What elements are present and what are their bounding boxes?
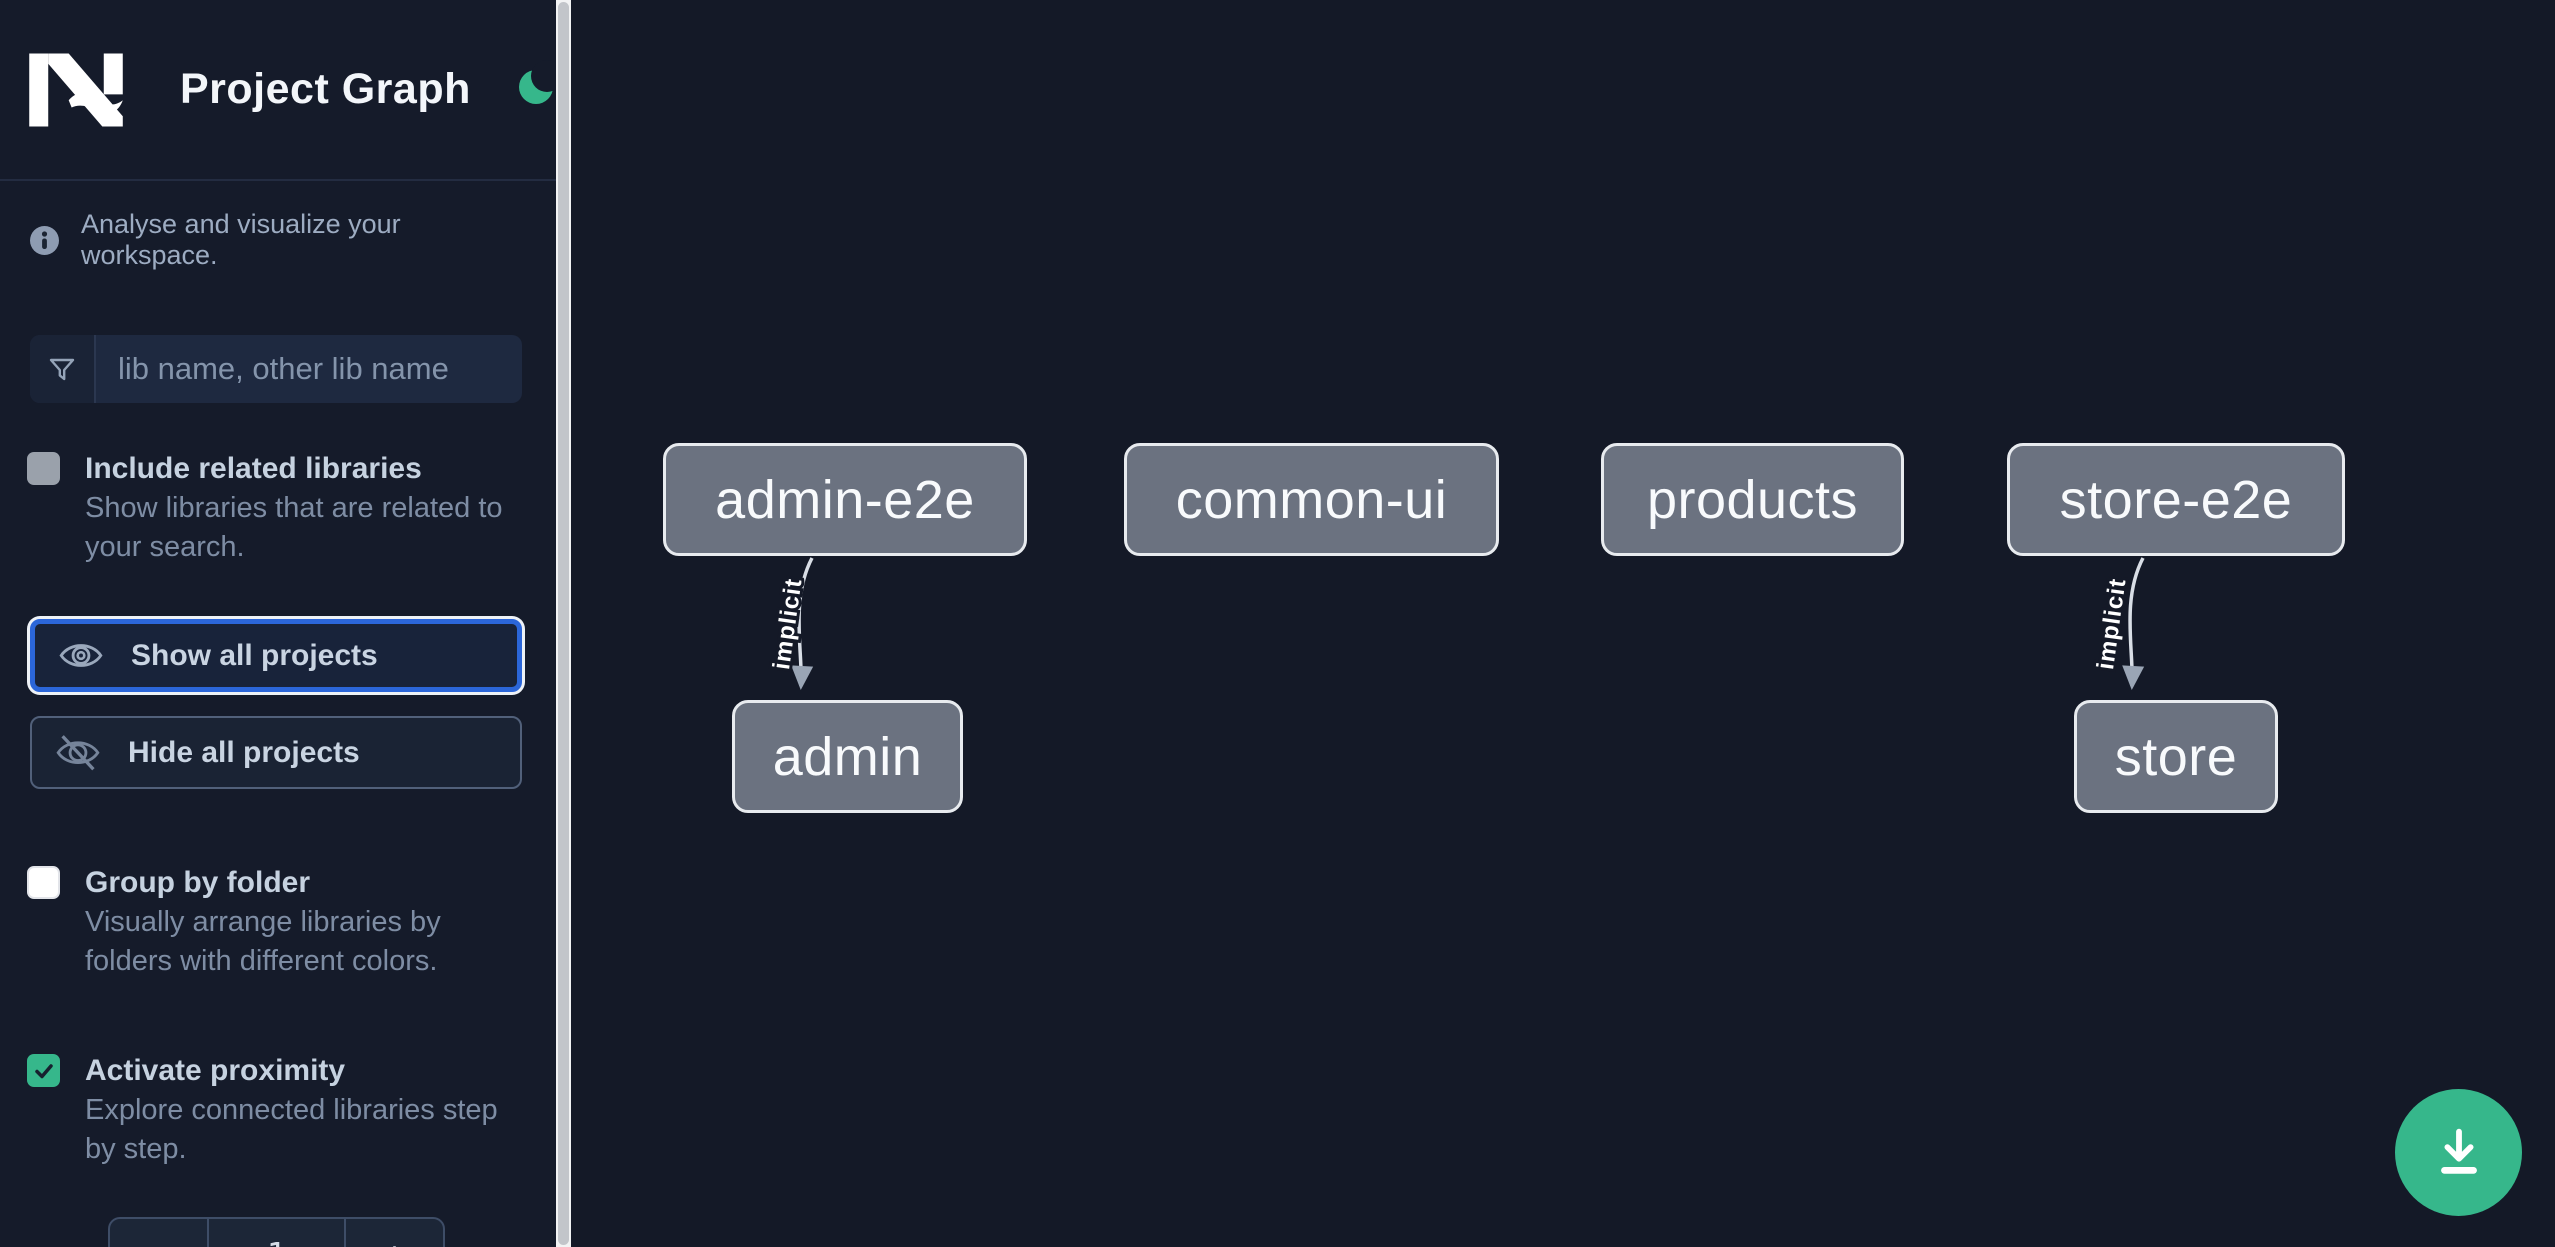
include-related-label: Include related libraries [85, 452, 422, 485]
sidebar-scrollbar-thumb[interactable] [558, 2, 569, 1245]
info-text: Analyse and visualize your workspace. [81, 209, 401, 270]
moon-bite [530, 59, 556, 92]
graph-node-common-ui[interactable]: common-ui [1124, 443, 1499, 556]
graph-node-products[interactable]: products [1601, 443, 1904, 556]
hide-all-projects-label: Hide all projects [128, 735, 360, 769]
decrement-button[interactable]: − [110, 1219, 209, 1247]
proximity-depth-stepper: − 1 + [108, 1217, 445, 1247]
sidebar: Project Graph Analyse and visualize your… [0, 0, 556, 1247]
edge-label-store-e2e-to-store: implicit [2092, 576, 2132, 671]
graph-node-admin-e2e[interactable]: admin-e2e [663, 443, 1027, 556]
graph-node-admin[interactable]: admin [732, 700, 963, 813]
show-all-projects-label: Show all projects [131, 638, 378, 672]
include-related-option: Include related libraries Show libraries… [27, 449, 527, 567]
graph-edge-store-e2e-to-store [2122, 557, 2145, 690]
graph-edge-admin-e2e-to-admin [791, 557, 814, 690]
sidebar-scrollbar[interactable] [556, 0, 571, 1247]
proximity-depth-value: 1 [209, 1219, 344, 1247]
search-filter [30, 335, 522, 403]
graph-node-store[interactable]: store [2074, 700, 2278, 813]
group-by-folder-checkbox[interactable] [27, 866, 60, 899]
show-all-projects-button[interactable]: Show all projects [30, 619, 522, 692]
group-by-folder-description: Visually arrange libraries by folders wi… [85, 906, 441, 977]
theme-toggle-moon-icon[interactable] [518, 59, 556, 104]
hide-all-projects-button[interactable]: Hide all projects [30, 716, 522, 789]
page-title: Project Graph [180, 65, 471, 113]
include-related-description: Show libraries that are related to your … [85, 492, 503, 563]
include-related-checkbox[interactable] [27, 452, 60, 485]
download-icon [2428, 1120, 2490, 1185]
activate-proximity-label: Activate proximity [85, 1054, 346, 1087]
activate-proximity-description: Explore connected libraries step by step… [85, 1094, 498, 1165]
activate-proximity-checkbox[interactable] [27, 1054, 60, 1087]
eye-off-icon [56, 734, 100, 771]
graph-node-store-e2e[interactable]: store-e2e [2007, 443, 2345, 556]
sidebar-header: Project Graph [0, 0, 556, 181]
filter-funnel-icon [30, 335, 96, 403]
info-icon [30, 225, 59, 255]
nx-logo [28, 52, 124, 128]
activate-proximity-option: Activate proximity Explore connected lib… [27, 1051, 527, 1169]
eye-icon [59, 639, 103, 673]
increment-button[interactable]: + [344, 1219, 443, 1247]
info-banner: Analyse and visualize your workspace. [30, 209, 528, 271]
download-graph-button[interactable] [2395, 1089, 2522, 1216]
group-by-folder-label: Group by folder [85, 866, 310, 899]
search-input[interactable] [96, 335, 522, 403]
group-by-folder-option: Group by folder Visually arrange librari… [27, 863, 527, 981]
